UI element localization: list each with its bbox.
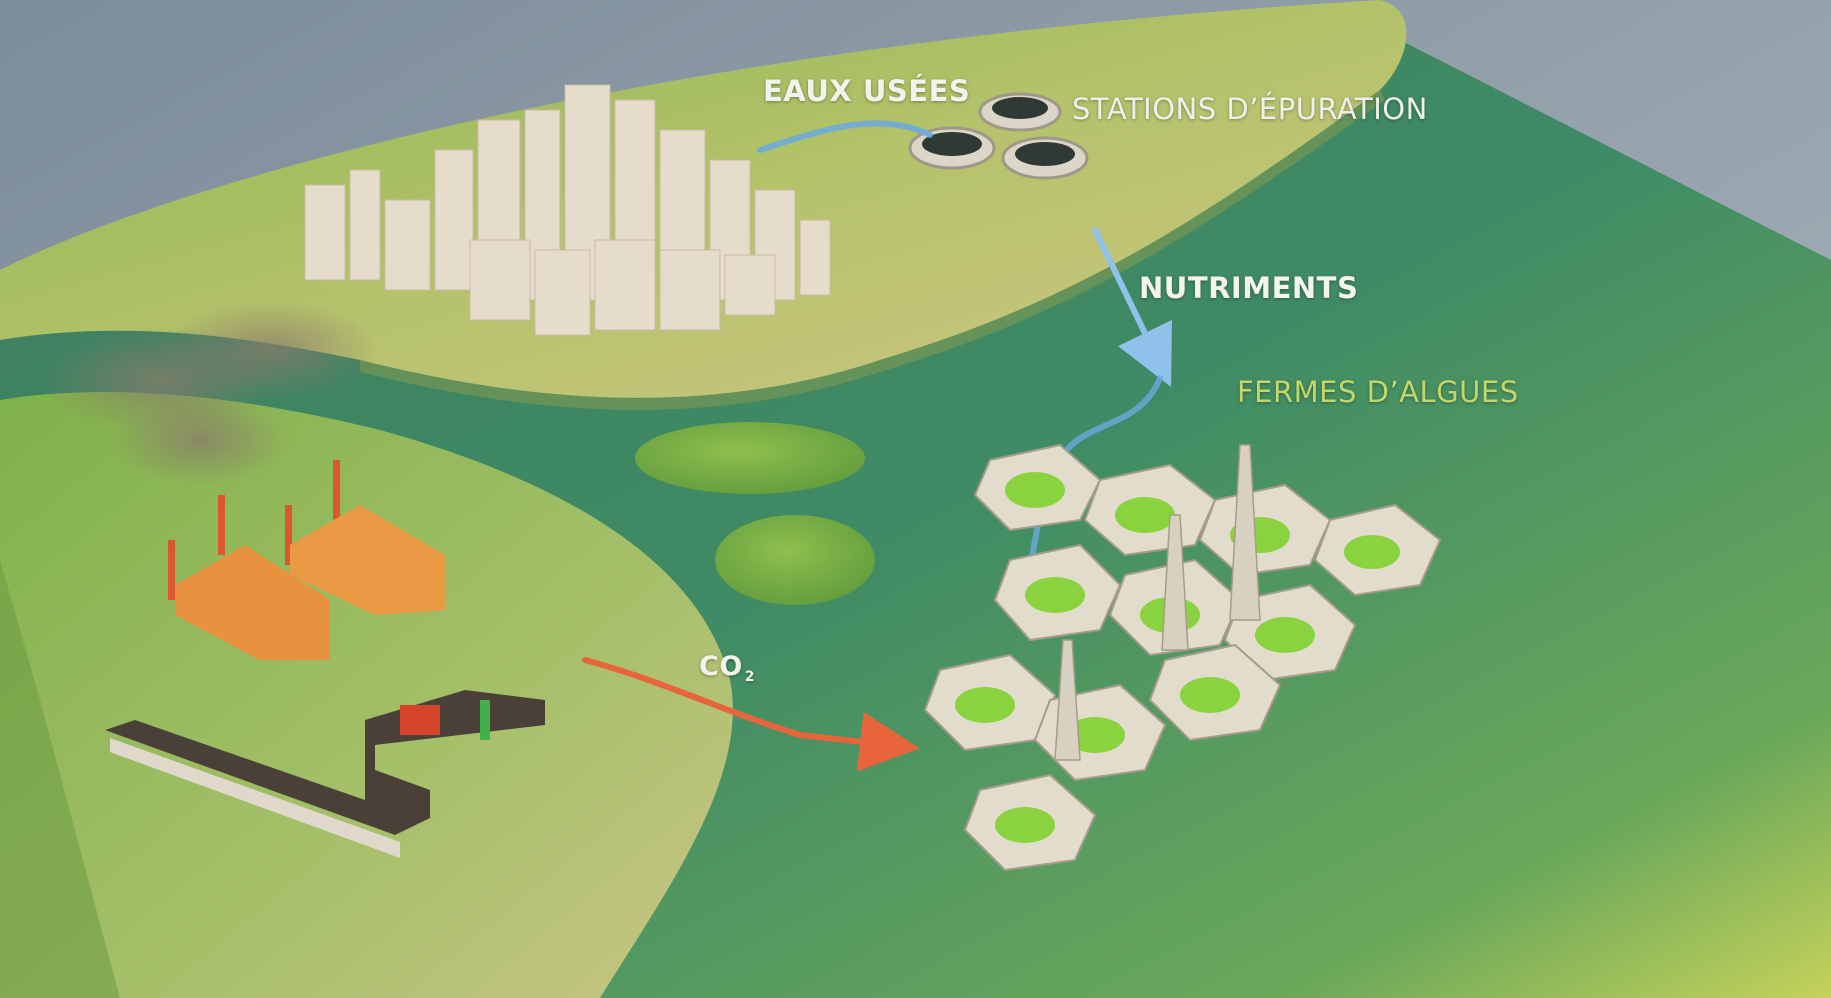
nutrient-arrow-down: [1092, 227, 1172, 387]
co2-arrow: [582, 657, 920, 772]
treatment-plants: [908, 92, 1089, 180]
wastewater-arrow: [757, 120, 933, 153]
label-nutrients: NUTRIMENTS: [1139, 271, 1359, 305]
label-co2-subscript: 2: [744, 669, 756, 685]
factories: [168, 460, 445, 660]
island-1: [635, 422, 865, 494]
island-2: [715, 515, 875, 605]
city: [304, 84, 831, 336]
label-algae-farms: FERMES D’ALGUES: [1237, 375, 1519, 409]
label-wastewater: EAUX USÉES: [763, 74, 971, 108]
lower-land: [0, 391, 733, 998]
smoke: [40, 300, 380, 485]
label-treatment-plants: STATIONS D’ÉPURATION: [1072, 92, 1428, 126]
road-and-station: [105, 690, 545, 858]
label-co2-main: CO: [699, 651, 743, 682]
lower-land-edge: [0, 560, 120, 998]
algae-farm: [923, 443, 1442, 872]
